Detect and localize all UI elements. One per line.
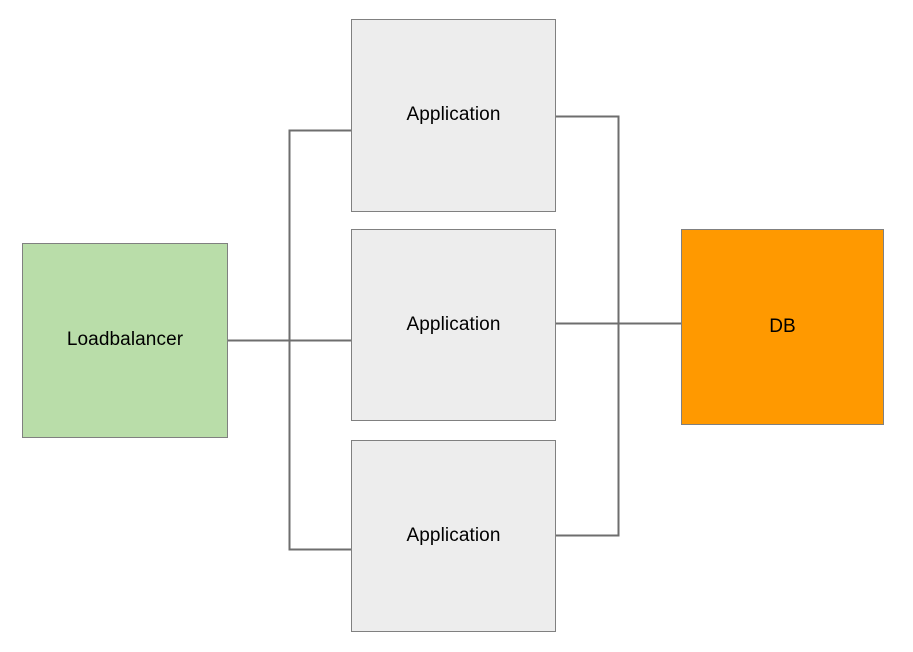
node-application-2-label: Application bbox=[406, 313, 501, 335]
node-application-3-label: Application bbox=[406, 524, 501, 546]
node-loadbalancer[interactable]: Loadbalancer bbox=[22, 243, 228, 438]
node-application-2[interactable]: Application bbox=[351, 229, 556, 421]
node-application-3[interactable]: Application bbox=[351, 440, 556, 632]
node-db[interactable]: DB bbox=[681, 229, 884, 425]
node-db-label: DB bbox=[769, 315, 796, 337]
node-application-1[interactable]: Application bbox=[351, 19, 556, 212]
node-loadbalancer-label: Loadbalancer bbox=[66, 329, 184, 351]
node-application-1-label: Application bbox=[406, 104, 501, 126]
